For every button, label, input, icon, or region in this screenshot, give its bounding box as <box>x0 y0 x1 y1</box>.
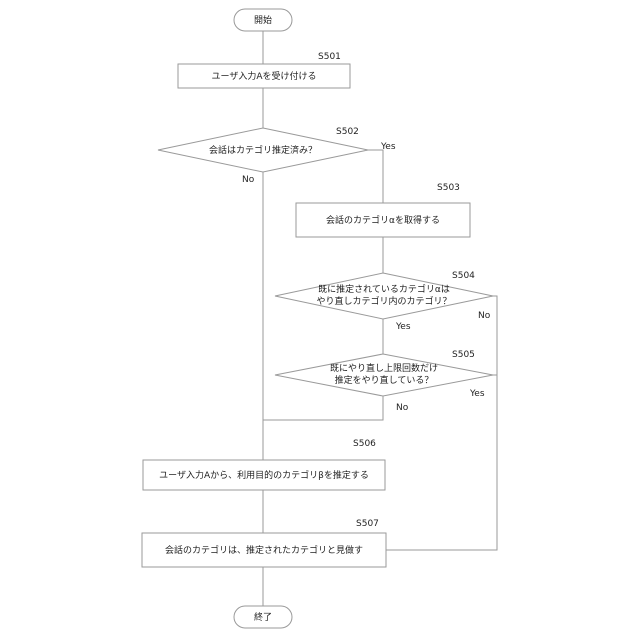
line-s505-no-merge <box>263 396 383 420</box>
process-s506-text: ユーザ入力Aから、利用目的のカテゴリβを推定する <box>159 469 369 481</box>
step-label-s503: S503 <box>437 183 460 193</box>
decision-s505-text-line2: 推定をやり直している？ <box>335 374 434 386</box>
start-label: 開始 <box>254 14 272 26</box>
step-label-s504: S504 <box>452 271 475 281</box>
process-s507-text: 会話のカテゴリは、推定されたカテゴリと見做す <box>165 544 363 556</box>
branch-s502-yes: Yes <box>380 142 396 152</box>
process-s507: 会話のカテゴリは、推定されたカテゴリと見做す <box>142 533 386 567</box>
end-terminal: 終了 <box>234 606 292 628</box>
process-s506: ユーザ入力Aから、利用目的のカテゴリβを推定する <box>143 460 385 490</box>
process-s501: ユーザ入力Aを受け付ける <box>178 64 350 88</box>
start-terminal: 開始 <box>234 9 292 31</box>
step-label-s501: S501 <box>318 52 341 62</box>
process-s503: 会話のカテゴリαを取得する <box>296 203 470 237</box>
decision-s504-text-line1: 既に推定されているカテゴリαは <box>318 283 450 295</box>
branch-s504-yes: Yes <box>395 322 411 332</box>
branch-s505-yes: Yes <box>469 389 485 399</box>
line-s502-yes-s503 <box>368 150 383 203</box>
step-label-s507: S507 <box>356 519 379 529</box>
decision-s505-text-line1: 既にやり直し上限回数だけ <box>330 362 438 374</box>
branch-s504-no: No <box>478 311 491 321</box>
step-label-s506: S506 <box>353 439 376 449</box>
process-s503-text: 会話のカテゴリαを取得する <box>326 214 440 226</box>
decision-s505: 既にやり直し上限回数だけ 推定をやり直している？ <box>275 354 493 396</box>
end-label: 終了 <box>254 611 272 623</box>
line-s504-no-s507 <box>386 296 497 550</box>
branch-s505-no: No <box>396 403 409 413</box>
decision-s504-text-line2: やり直しカテゴリ内のカテゴリ？ <box>316 295 451 307</box>
branch-s502-no: No <box>242 175 255 185</box>
step-label-s505: S505 <box>452 350 475 360</box>
decision-s502-text: 会話はカテゴリ推定済み？ <box>209 144 317 156</box>
step-label-s502: S502 <box>336 127 359 137</box>
process-s501-text: ユーザ入力Aを受け付ける <box>212 70 317 82</box>
